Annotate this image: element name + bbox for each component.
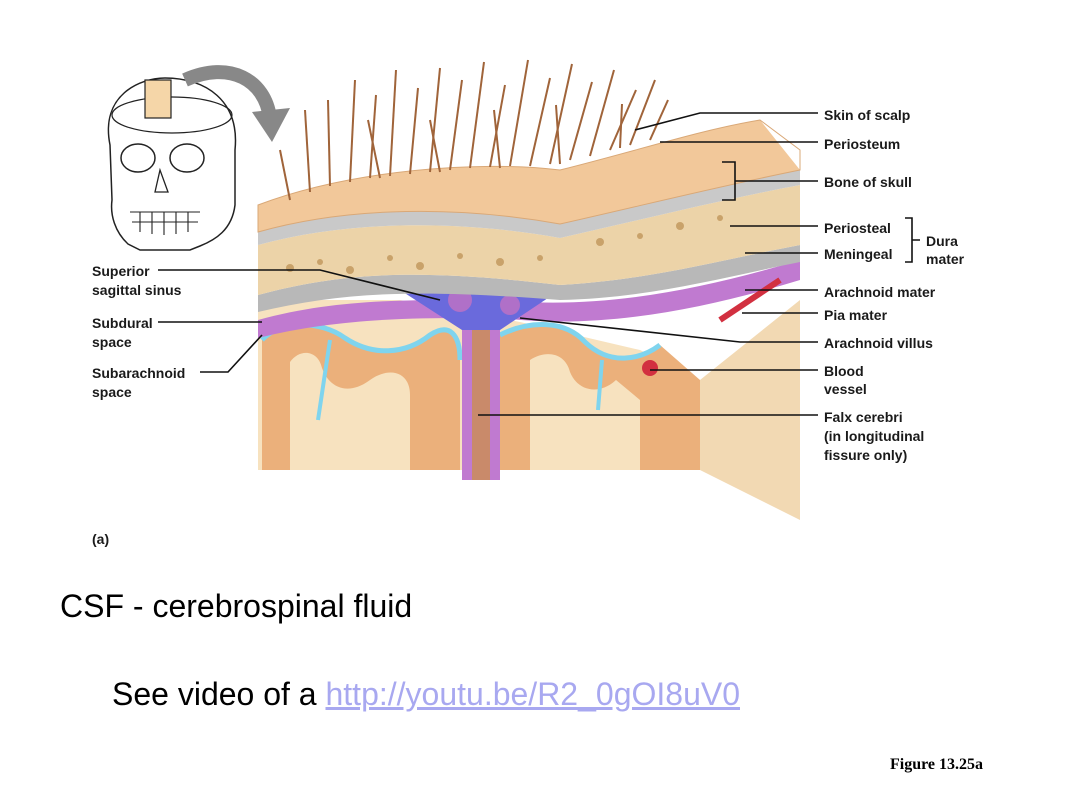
label-arachnoid-mater: Arachnoid mater bbox=[824, 284, 936, 300]
label-subdural: Subdural bbox=[92, 315, 153, 331]
label-subarachnoid-space: space bbox=[92, 384, 132, 400]
leader-lines bbox=[158, 112, 920, 416]
meninges-diagram: Skin of scalp Periosteum Bone of skull P… bbox=[92, 59, 965, 547]
skull-icon bbox=[107, 77, 237, 251]
label-dura: Dura bbox=[926, 233, 958, 249]
label-sagittal-sinus: sagittal sinus bbox=[92, 282, 182, 298]
label-skin-of-scalp: Skin of scalp bbox=[824, 107, 910, 123]
label-blood: Blood bbox=[824, 363, 864, 379]
curved-arrow-icon bbox=[182, 65, 290, 142]
label-arachnoid-villus: Arachnoid villus bbox=[824, 335, 933, 351]
label-mater: mater bbox=[926, 251, 965, 267]
label-periosteal: Periosteal bbox=[824, 220, 891, 236]
label-subarachnoid: Subarachnoid bbox=[92, 365, 185, 381]
label-fissure-only: fissure only) bbox=[824, 447, 907, 463]
label-bone-of-skull: Bone of skull bbox=[824, 174, 912, 190]
label-subdural-space: space bbox=[92, 334, 132, 350]
label-periosteum: Periosteum bbox=[824, 136, 900, 152]
video-prefix: See video of a bbox=[112, 676, 326, 712]
label-meningeal: Meningeal bbox=[824, 246, 892, 262]
label-in-longitudinal: (in longitudinal bbox=[824, 428, 924, 444]
label-vessel: vessel bbox=[824, 381, 867, 397]
label-pia-mater: Pia mater bbox=[824, 307, 888, 323]
label-falx-cerebri: Falx cerebri bbox=[824, 409, 903, 425]
video-link[interactable]: http://youtu.be/R2_0gOI8uV0 bbox=[325, 676, 740, 712]
csf-caption: CSF - cerebrospinal fluid bbox=[60, 588, 413, 624]
tissue-block bbox=[257, 59, 801, 520]
panel-label-a: (a) bbox=[92, 531, 109, 547]
video-line: See video of a http://youtu.be/R2_0gOI8u… bbox=[112, 676, 740, 713]
figure-number: Figure 13.25a bbox=[890, 756, 984, 773]
label-superior: Superior bbox=[92, 263, 150, 279]
